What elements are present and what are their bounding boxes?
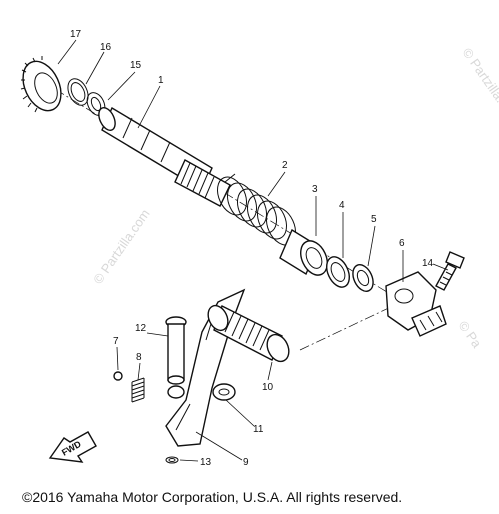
thrust-washer [352,264,374,292]
callout-2: 2 [282,160,288,171]
watermark-top-right: © Partzilla.com [460,45,499,125]
pinch-bolt [435,251,465,291]
kick-boss [385,271,447,337]
callout-numbers: 1 2 3 4 5 6 7 8 9 10 11 12 13 14 15 16 1… [70,29,434,468]
callout-9: 9 [243,457,249,468]
pivot-pin [165,316,187,399]
spring-guide [279,228,328,276]
forward-direction-arrow: FWD [48,431,97,463]
kick-gear [20,56,62,113]
callout-17: 17 [70,29,82,40]
callout-1: 1 [158,75,164,86]
callout-14: 14 [422,258,434,269]
callout-10: 10 [262,382,274,393]
callout-13: 13 [200,457,212,468]
steel-ball [113,371,123,381]
pivot-axis [299,304,396,351]
kick-shaft [98,106,231,207]
watermark-right-edge: © Pa [456,318,485,351]
watermark-center: © Partzilla.com [90,206,153,286]
callout-12: 12 [135,323,147,334]
callout-3: 3 [312,184,318,195]
leader-lines [57,39,449,462]
return-spring [216,173,297,246]
callout-5: 5 [371,214,377,225]
callout-8: 8 [136,352,142,363]
callout-4: 4 [339,200,345,211]
kick-pedal [207,304,290,363]
callout-16: 16 [100,42,112,53]
copyright-notice: ©2016 Yamaha Motor Corporation, U.S.A. A… [22,489,403,505]
circlip [67,78,89,106]
callout-7: 7 [113,336,119,347]
pin-circlip [165,456,179,464]
compression-spring [131,377,145,403]
callout-6: 6 [399,238,405,249]
callout-15: 15 [130,60,142,71]
washer [325,256,351,288]
callout-11: 11 [253,424,264,435]
pivot-ring [212,383,236,401]
